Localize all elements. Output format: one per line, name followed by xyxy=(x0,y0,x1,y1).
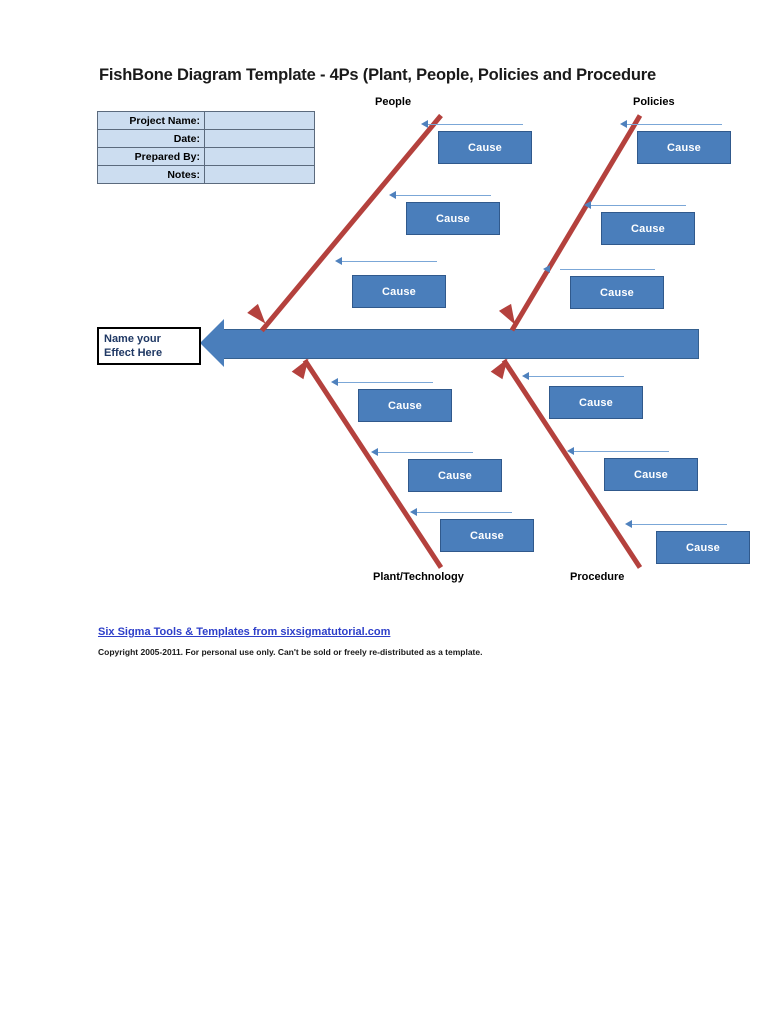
connector-plant-2 xyxy=(378,452,473,453)
connector-plant-2-arrowhead-icon xyxy=(371,448,378,456)
page-title: FishBone Diagram Template - 4Ps (Plant, … xyxy=(99,66,656,84)
cause-box-people-1[interactable]: Cause xyxy=(438,131,532,164)
cause-box-procedure-1[interactable]: Cause xyxy=(549,386,643,419)
cause-box-plant-1[interactable]: Cause xyxy=(358,389,452,422)
table-row: Notes: xyxy=(97,165,315,184)
footer-link-six-sigma-tools[interactable]: Six Sigma Tools & Templates from sixsigm… xyxy=(98,626,391,638)
cause-box-plant-2[interactable]: Cause xyxy=(408,459,502,492)
prepared-by-field[interactable] xyxy=(204,147,315,166)
connector-procedure-3 xyxy=(632,524,727,525)
connector-people-1 xyxy=(428,124,523,125)
connector-plant-3 xyxy=(417,512,512,513)
table-row: Date: xyxy=(97,129,315,148)
connector-people-3-arrowhead-icon xyxy=(335,257,342,265)
date-field[interactable] xyxy=(204,129,315,148)
cause-box-people-2[interactable]: Cause xyxy=(406,202,500,235)
connector-procedure-1-arrowhead-icon xyxy=(522,372,529,380)
effect-box[interactable]: Name your Effect Here xyxy=(97,327,201,365)
connector-policies-3-arrowhead-icon xyxy=(543,265,550,273)
table-row: Project Name: xyxy=(97,111,315,130)
effect-label-line-1: Name your xyxy=(104,333,161,345)
cause-box-people-3[interactable]: Cause xyxy=(352,275,446,308)
category-label-procedure: Procedure xyxy=(570,571,625,583)
notes-label: Notes: xyxy=(97,165,205,184)
project-name-field[interactable] xyxy=(204,111,315,130)
connector-plant-1-arrowhead-icon xyxy=(331,378,338,386)
connector-people-1-arrowhead-icon xyxy=(421,120,428,128)
cause-box-plant-3[interactable]: Cause xyxy=(440,519,534,552)
category-label-people: People xyxy=(375,96,412,108)
cause-box-policies-1[interactable]: Cause xyxy=(637,131,731,164)
connector-procedure-2 xyxy=(574,451,669,452)
connector-people-2-arrowhead-icon xyxy=(389,191,396,199)
connector-procedure-3-arrowhead-icon xyxy=(625,520,632,528)
spine-arrowhead-icon xyxy=(200,319,224,367)
effect-label-line-2: Effect Here xyxy=(104,347,163,359)
date-label: Date: xyxy=(97,129,205,148)
category-label-policies: Policies xyxy=(633,96,675,108)
connector-plant-1 xyxy=(338,382,433,383)
connector-people-3 xyxy=(342,261,437,262)
project-name-label: Project Name: xyxy=(97,111,205,130)
connector-policies-2-arrowhead-icon xyxy=(584,201,591,209)
cause-box-policies-2[interactable]: Cause xyxy=(601,212,695,245)
connector-policies-3 xyxy=(560,269,655,270)
connector-policies-2 xyxy=(591,205,686,206)
connector-policies-1 xyxy=(627,124,722,125)
table-row: Prepared By: xyxy=(97,147,315,166)
footer-copyright: Copyright 2005-2011. For personal use on… xyxy=(98,647,483,657)
connector-plant-3-arrowhead-icon xyxy=(410,508,417,516)
notes-field[interactable] xyxy=(204,165,315,184)
connector-procedure-1 xyxy=(529,376,624,377)
project-info-table: Project Name: Date: Prepared By: Notes: xyxy=(97,111,315,184)
prepared-by-label: Prepared By: xyxy=(97,147,205,166)
connector-people-2 xyxy=(396,195,491,196)
cause-box-procedure-3[interactable]: Cause xyxy=(656,531,750,564)
cause-box-policies-3[interactable]: Cause xyxy=(570,276,664,309)
cause-box-procedure-2[interactable]: Cause xyxy=(604,458,698,491)
connector-procedure-2-arrowhead-icon xyxy=(567,447,574,455)
spine-arrow-body xyxy=(222,329,699,359)
category-label-plant-technology: Plant/Technology xyxy=(373,571,464,583)
connector-policies-1-arrowhead-icon xyxy=(620,120,627,128)
